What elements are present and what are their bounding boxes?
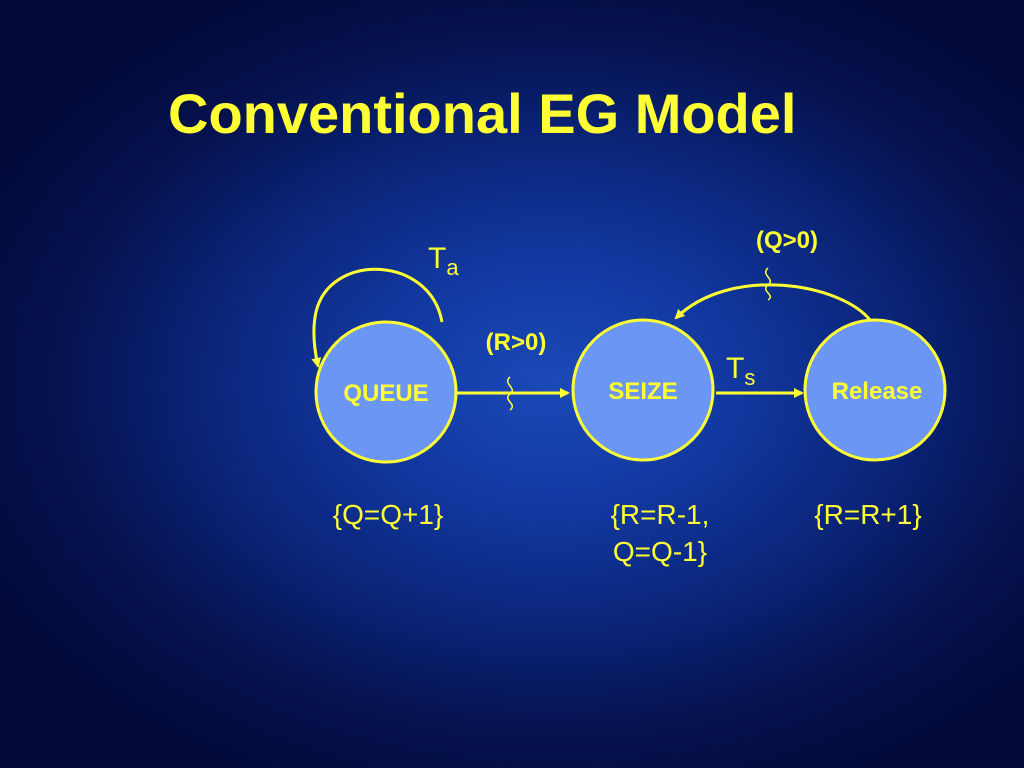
release-to-seize-condition-label: (Q>0) (756, 227, 818, 254)
release-to-seize-edge (674, 283, 872, 321)
seize-to-release-delay-main: T (726, 352, 744, 385)
queue-node: QUEUE (314, 320, 458, 464)
queue-self-loop-delay-sub: a (446, 255, 459, 280)
release-node: Release (803, 318, 947, 462)
seize-action-line1: {R=R-1, (611, 499, 710, 530)
queue-self-loop-delay-main: T (428, 242, 446, 275)
queue-action-label: {Q=Q+1} (333, 499, 444, 530)
release-to-seize-condition-tilde (765, 267, 771, 301)
seize-to-release-delay-label: Ts (726, 352, 755, 390)
release-node-label: Release (832, 378, 923, 405)
queue-to-seize-condition-tilde (507, 376, 513, 411)
seize-to-release-delay-sub: s (744, 365, 755, 390)
release-action-label: {R=R+1} (814, 499, 921, 530)
queue-self-loop-edge (311, 267, 444, 368)
queue-to-seize-condition-label: (R>0) (486, 329, 547, 356)
queue-node-label: QUEUE (343, 380, 428, 407)
queue-self-loop-delay-label: Ta (428, 242, 459, 280)
seize-node-label: SEIZE (608, 378, 677, 405)
seize-action-line2: Q=Q-1} (613, 536, 707, 567)
seize-node: SEIZE (571, 318, 715, 462)
slide-title: Conventional EG Model (168, 82, 797, 145)
